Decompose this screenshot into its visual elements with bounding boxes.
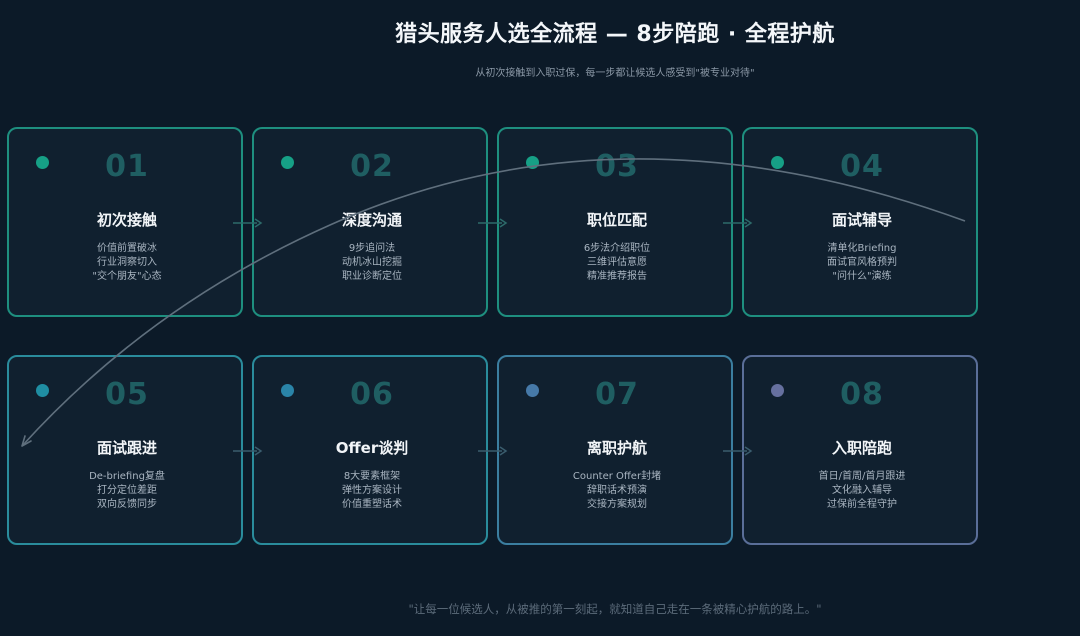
step-line: De-briefing复盘	[89, 471, 165, 482]
step-line: 精准推荐报告	[587, 271, 647, 282]
step-line: 辞职话术预演	[587, 485, 647, 496]
step-line: 6步法介绍职位	[583, 243, 651, 254]
connector-arrow-icon	[233, 218, 263, 228]
step-card-08: 08 入职陪跑 首日/首周/首月跟进 文化融入辅导 过保前全程守护	[742, 355, 978, 545]
connector-arrow-icon	[478, 218, 508, 228]
step-line: 交接方案规划	[587, 499, 647, 510]
step-line: 9步追问法	[348, 243, 396, 254]
step-line: 动机冰山挖掘	[342, 257, 402, 268]
step-number: 07	[595, 377, 639, 412]
page-title: 猎头服务人选全流程 — 8步陪跑 · 全程护航	[395, 22, 835, 47]
step-card-07: 07 离职护航 Counter Offer封堵 辞职话术预演 交接方案规划	[497, 355, 733, 545]
step-description: 9步追问法 动机冰山挖掘 职业诊断定位	[254, 242, 490, 284]
step-card-03: 03 职位匹配 6步法介绍职位 三维评估意愿 精准推荐报告	[497, 127, 733, 317]
step-card-04: 04 面试辅导 清单化Briefing 面试官风格预判 "问什么"演练	[742, 127, 978, 317]
step-line: 首日/首周/首月跟进	[818, 471, 906, 482]
step-line: 打分定位差距	[97, 485, 157, 496]
step-description: 8大要素框架 弹性方案设计 价值重塑话术	[254, 470, 490, 512]
step-line: "交个朋友"心态	[92, 271, 162, 282]
step-line: 清单化Briefing	[827, 243, 897, 254]
step-title: 职位匹配	[586, 211, 647, 229]
step-title: 面试辅导	[831, 211, 892, 229]
step-card-06: 06 Offer谈判 8大要素框架 弹性方案设计 价值重塑话术	[252, 355, 488, 545]
step-number: 03	[595, 149, 639, 184]
step-card-01: 01 初次接触 价值前置破冰 行业洞察切入 "交个朋友"心态	[7, 127, 243, 317]
connector-arrow-icon	[723, 446, 753, 456]
step-number: 04	[840, 149, 884, 184]
step-number: 08	[840, 377, 884, 412]
step-description: 价值前置破冰 行业洞察切入 "交个朋友"心态	[9, 242, 245, 284]
step-title: 离职护航	[586, 439, 647, 457]
step-title: Offer谈判	[335, 439, 409, 457]
step-line: 三维评估意愿	[587, 257, 647, 268]
step-description: Counter Offer封堵 辞职话术预演 交接方案规划	[499, 470, 735, 512]
page-subtitle: 从初次接触到入职过保，每一步都让候选人感受到"被专业对待"	[475, 68, 755, 79]
step-card-02: 02 深度沟通 9步追问法 动机冰山挖掘 职业诊断定位	[252, 127, 488, 317]
step-title: 初次接触	[96, 211, 157, 229]
step-line: 价值前置破冰	[97, 243, 157, 254]
step-line: 价值重塑话术	[342, 499, 402, 510]
step-number: 05	[105, 377, 149, 412]
step-title: 入职陪跑	[831, 439, 892, 457]
step-line: 过保前全程守护	[827, 499, 897, 510]
step-number: 01	[105, 149, 149, 184]
footer-quote: "让每一位候选人，从被推的第一刻起，就知道自己走在一条被精心护航的路上。"	[408, 602, 822, 616]
step-line: Counter Offer封堵	[572, 471, 662, 482]
step-line: 面试官风格预判	[827, 257, 897, 268]
step-line: 文化融入辅导	[832, 485, 892, 496]
step-title: 深度沟通	[341, 211, 402, 229]
step-line: 弹性方案设计	[342, 485, 402, 496]
step-description: 6步法介绍职位 三维评估意愿 精准推荐报告	[499, 242, 735, 284]
connector-arrow-icon	[233, 446, 263, 456]
step-line: 行业洞察切入	[97, 257, 157, 268]
step-description: 首日/首周/首月跟进 文化融入辅导 过保前全程守护	[744, 470, 980, 512]
step-line: 8大要素框架	[343, 471, 401, 482]
step-description: De-briefing复盘 打分定位差距 双向反馈同步	[9, 470, 245, 512]
step-number: 02	[350, 149, 394, 184]
step-line: 职业诊断定位	[342, 271, 402, 282]
step-number: 06	[350, 377, 394, 412]
step-title: 面试跟进	[96, 439, 157, 457]
connector-arrow-icon	[723, 218, 753, 228]
step-card-05: 05 面试跟进 De-briefing复盘 打分定位差距 双向反馈同步	[7, 355, 243, 545]
connector-arrow-icon	[478, 446, 508, 456]
step-line: 双向反馈同步	[97, 499, 157, 510]
step-description: 清单化Briefing 面试官风格预判 "问什么"演练	[744, 242, 980, 284]
step-line: "问什么"演练	[832, 271, 892, 282]
